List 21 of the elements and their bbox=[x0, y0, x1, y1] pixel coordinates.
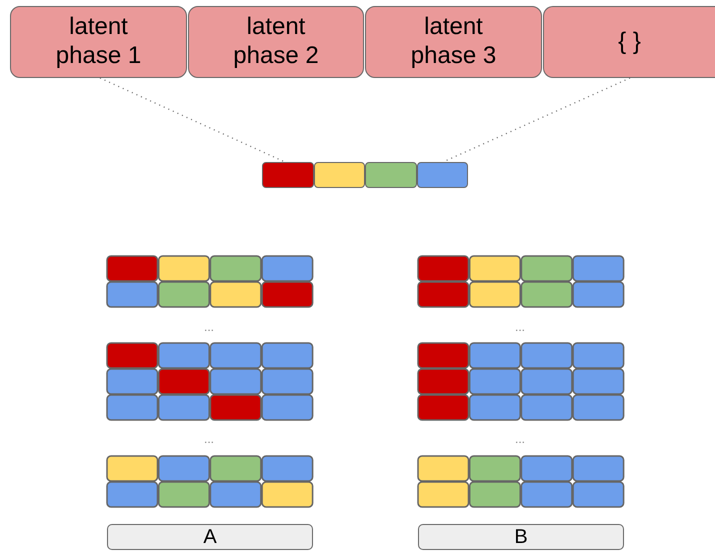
phase-label: latent phase 1 bbox=[54, 13, 142, 71]
label-box bbox=[418, 524, 624, 550]
phase-label: latent phase 2 bbox=[232, 13, 320, 71]
phase-box bbox=[365, 6, 542, 78]
color-block bbox=[314, 162, 365, 188]
group-label: A bbox=[203, 525, 217, 549]
phase-box bbox=[188, 6, 364, 78]
label-box bbox=[107, 524, 313, 550]
ellipsis-text: ... bbox=[515, 320, 525, 334]
phase-box bbox=[543, 6, 715, 78]
ellipsis-text: ... bbox=[204, 432, 214, 446]
color-block bbox=[417, 162, 468, 188]
ellipsis-text: ... bbox=[204, 320, 214, 334]
color-block bbox=[365, 162, 417, 188]
color-block bbox=[262, 162, 314, 188]
group-label: B bbox=[514, 525, 528, 549]
dotted-connector bbox=[100, 77, 286, 163]
phase-label: { } bbox=[618, 28, 641, 56]
phase-box bbox=[10, 6, 187, 78]
ellipsis-text: ... bbox=[515, 432, 525, 446]
phase-label: latent phase 3 bbox=[410, 13, 498, 71]
